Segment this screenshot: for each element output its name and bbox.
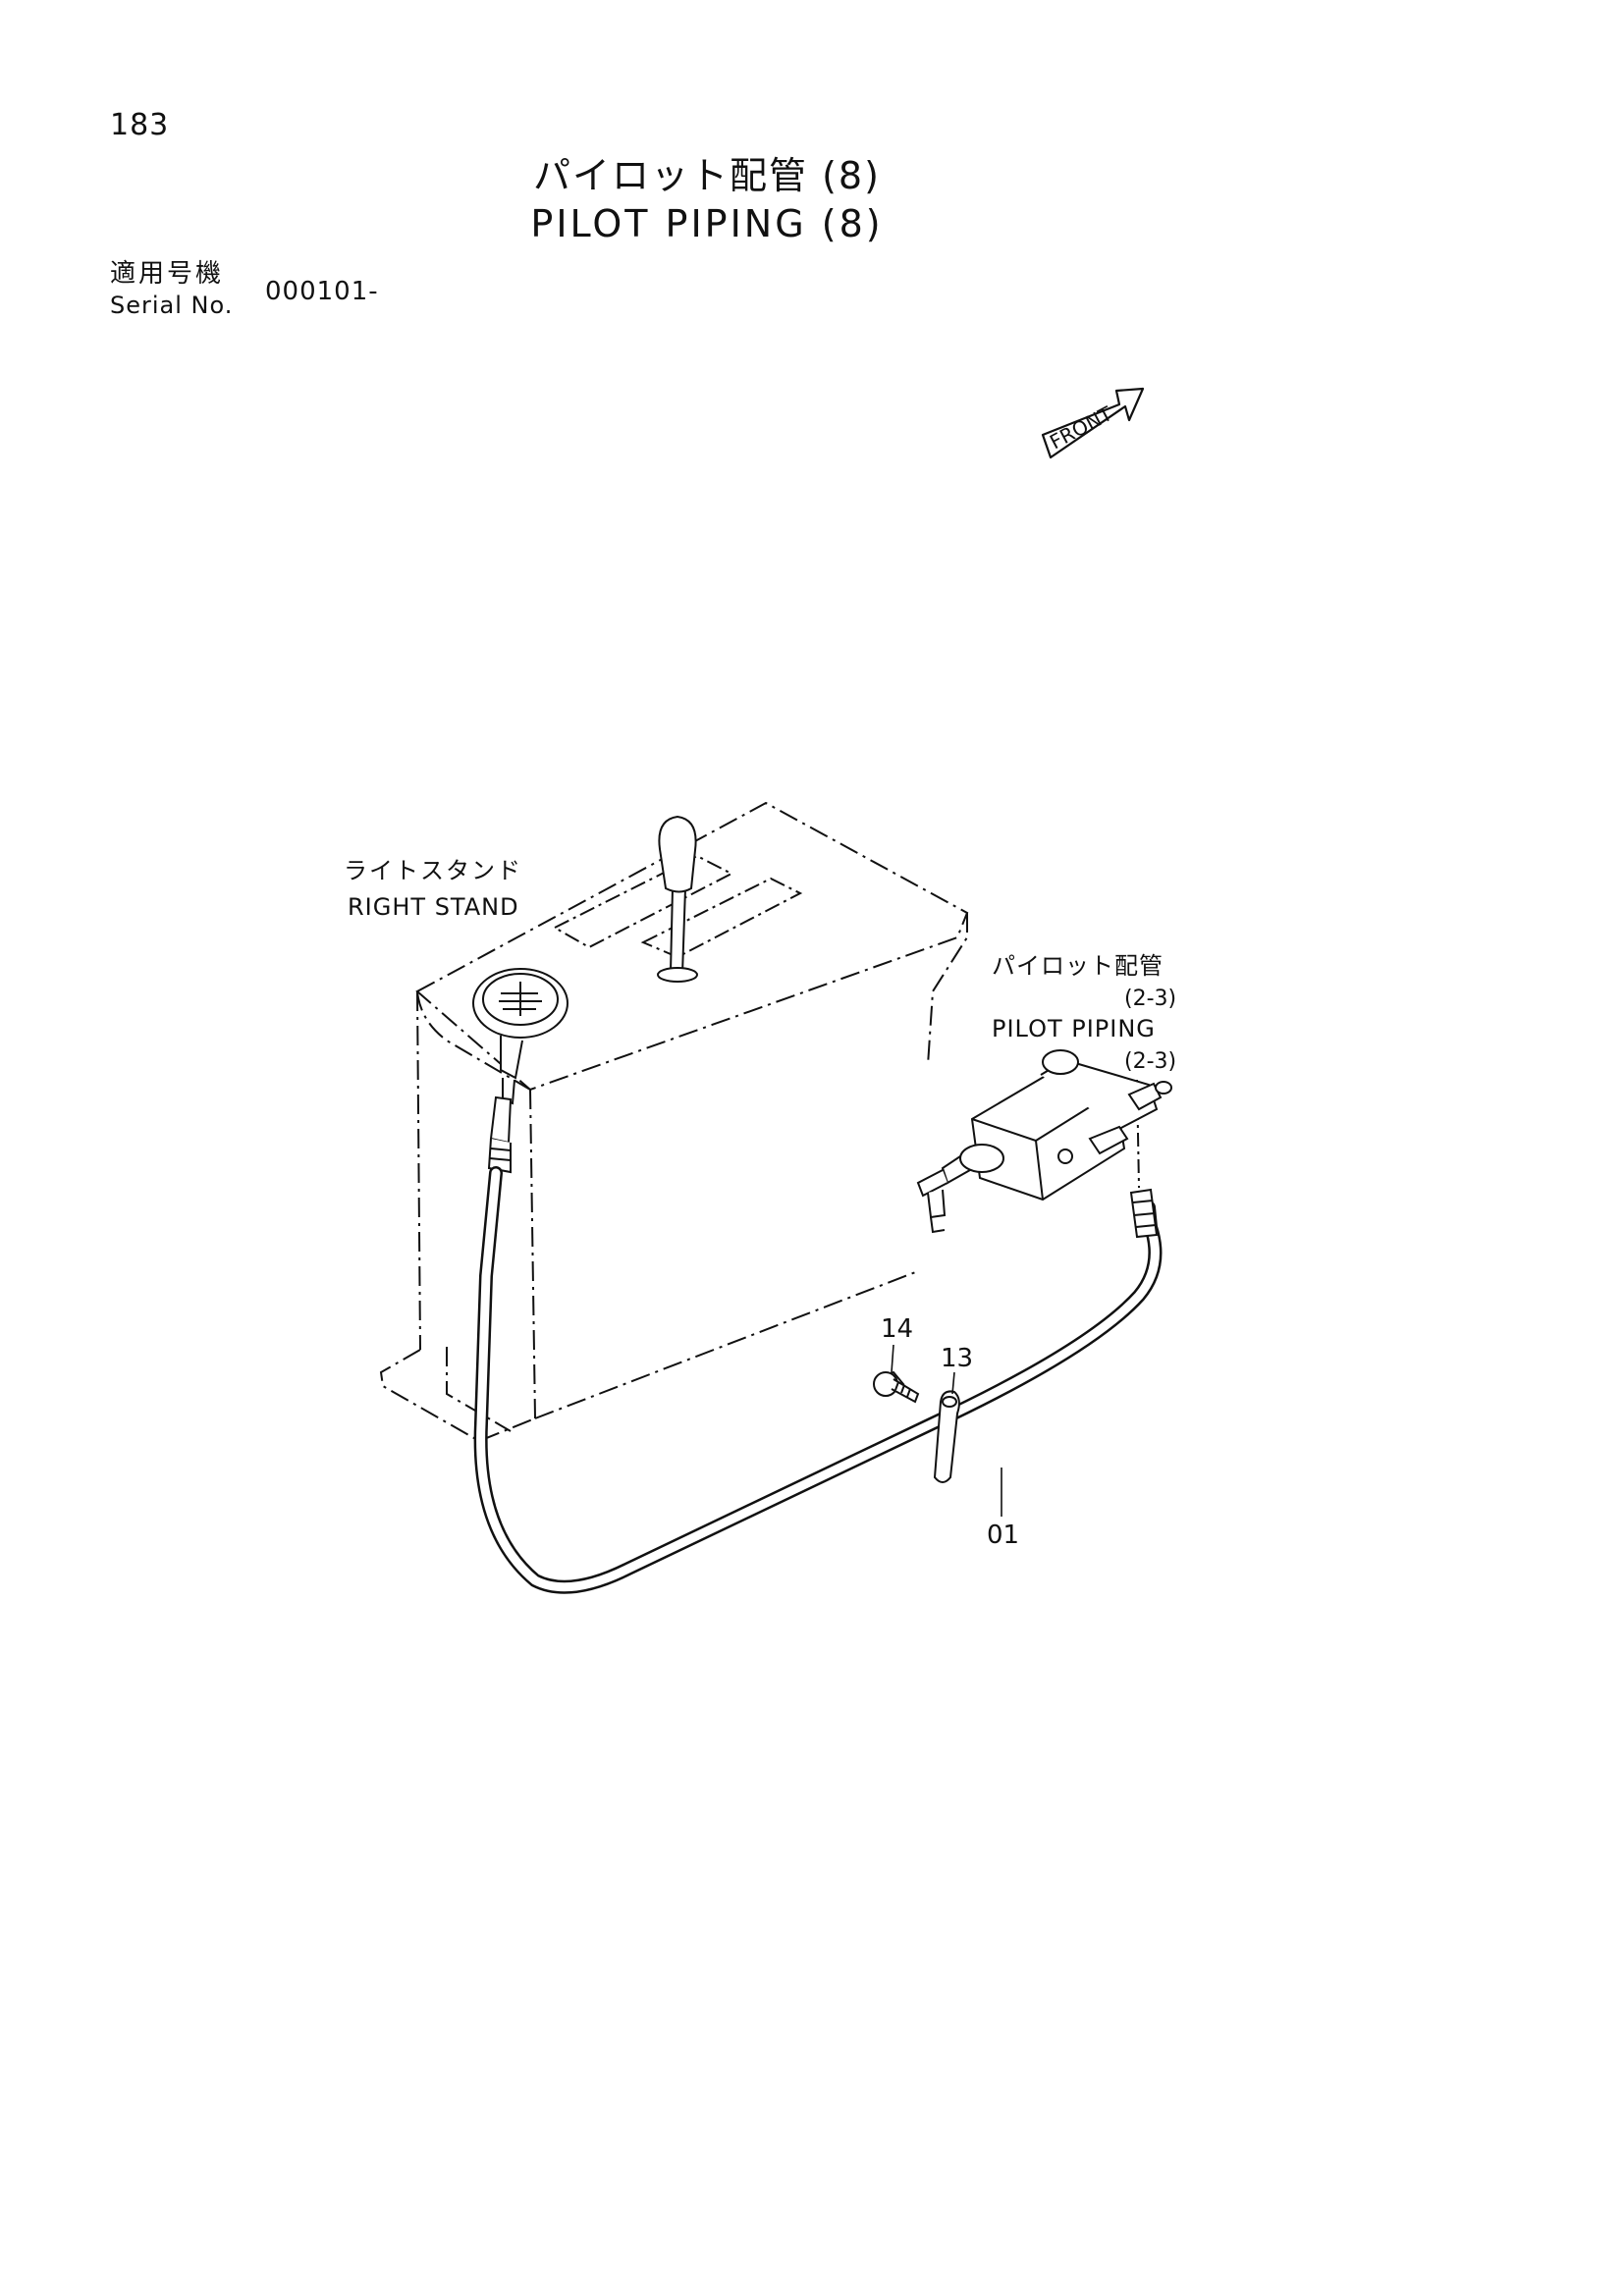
page-title-english: PILOT PIPING (8) bbox=[530, 202, 884, 245]
serial-label-block: 適用号機 Serial No. bbox=[110, 257, 233, 320]
hose-clamp bbox=[933, 1390, 960, 1483]
serial-label-english: Serial No. bbox=[110, 292, 234, 319]
front-label: FRONT bbox=[1046, 401, 1116, 454]
left-hose-fitting bbox=[487, 1095, 513, 1174]
pilot-piping-reference-2: (2-3) bbox=[1124, 1049, 1176, 1074]
right-hose-fitting bbox=[1129, 1079, 1159, 1239]
page-title-japanese: パイロット配管 (8) bbox=[533, 154, 881, 197]
pressure-gauge-icon bbox=[472, 968, 568, 1105]
control-lever bbox=[657, 815, 698, 983]
clamp-bolt bbox=[873, 1370, 920, 1404]
page-number: 183 bbox=[110, 108, 170, 142]
pilot-piping-reference-1: (2-3) bbox=[1124, 987, 1176, 1011]
serial-number-value: 000101- bbox=[265, 277, 379, 306]
pilot-piping-label-japanese: パイロット配管 bbox=[992, 952, 1164, 980]
pilot-piping-label-english: PILOT PIPING bbox=[992, 1015, 1156, 1042]
right-stand-label-english: RIGHT STAND bbox=[348, 893, 519, 921]
title-block: パイロット配管 (8) PILOT PIPING (8) bbox=[471, 152, 943, 248]
leader-lines bbox=[891, 1344, 1002, 1517]
front-direction-arrow: FRONT bbox=[1041, 387, 1145, 459]
serial-label-japanese: 適用号機 bbox=[110, 259, 225, 289]
part-number-14: 14 bbox=[881, 1314, 913, 1344]
part-number-13: 13 bbox=[941, 1344, 973, 1373]
pilot-hose-left bbox=[473, 1166, 1163, 1594]
part-number-01: 01 bbox=[987, 1521, 1019, 1550]
right-stand-label-japanese: ライトスタンド bbox=[344, 857, 522, 884]
right-stand-console bbox=[379, 801, 969, 1443]
pilot-valve-block bbox=[916, 1049, 1172, 1234]
